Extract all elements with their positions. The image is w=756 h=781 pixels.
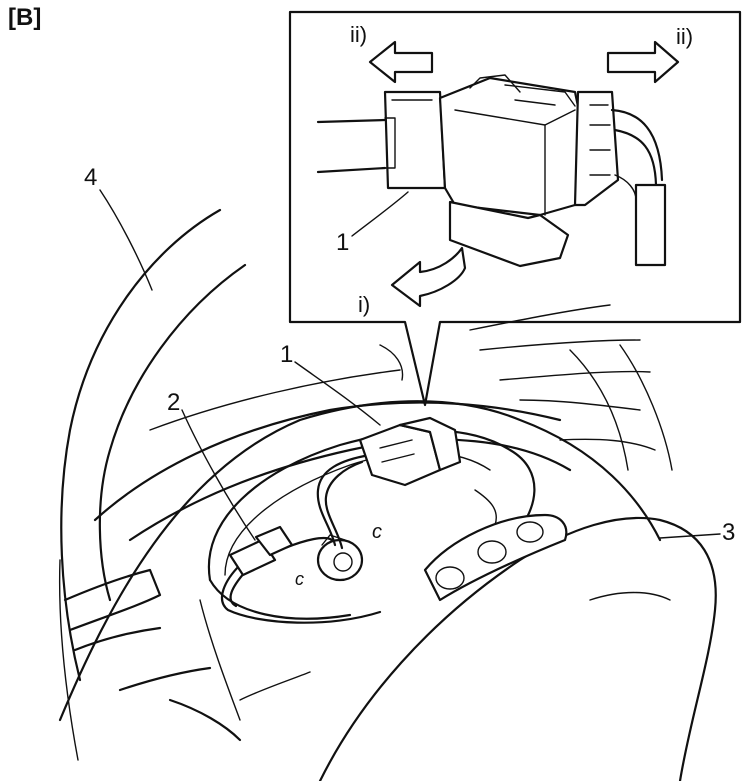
front-fender bbox=[58, 208, 247, 761]
arrow-label-i: i) bbox=[358, 292, 370, 317]
svg-text:c: c bbox=[372, 521, 382, 543]
detail-lock-ring bbox=[573, 90, 667, 267]
socket-connector bbox=[358, 416, 462, 487]
callout-3: 3 bbox=[722, 519, 735, 546]
leader-lines bbox=[99, 189, 721, 541]
handlebar-cover bbox=[318, 513, 717, 781]
wire-connector bbox=[228, 525, 294, 577]
section-label: [B] bbox=[8, 4, 42, 31]
arrow-i-twist bbox=[390, 246, 467, 308]
detail-inset bbox=[288, 10, 742, 407]
wire-harness bbox=[221, 453, 382, 624]
callout-1-main: 1 bbox=[280, 341, 293, 368]
callout-4: 4 bbox=[84, 164, 97, 191]
arrow-right-ii bbox=[606, 40, 680, 84]
headlight-housing bbox=[58, 304, 673, 722]
detail-socket bbox=[316, 74, 587, 268]
callout-2: 2 bbox=[167, 389, 180, 416]
svg-text:c: c bbox=[295, 569, 304, 589]
arrow-left-ii bbox=[368, 40, 434, 84]
callout-1-detail: 1 bbox=[336, 229, 349, 256]
arrow-label-ii-left: ii) bbox=[350, 22, 367, 47]
lower-panel bbox=[63, 568, 311, 742]
arrow-label-ii-right: ii) bbox=[676, 24, 693, 49]
